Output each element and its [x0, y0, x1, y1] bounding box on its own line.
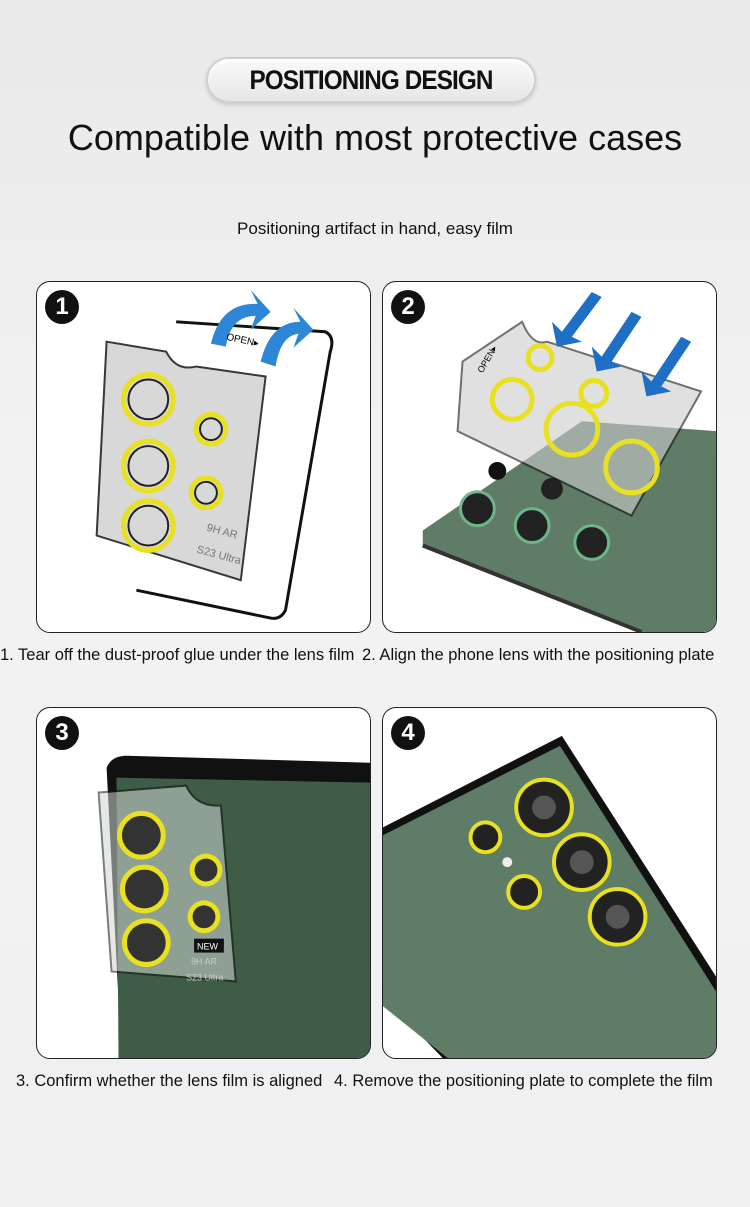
- badge-text: POSITIONING DESIGN: [249, 64, 493, 95]
- step-4-caption: 4. Remove the positioning plate to compl…: [334, 1072, 713, 1090]
- lens-film-illustration: OPEN▸ 9H AR S23 Ultra: [95, 290, 334, 620]
- step-number-badge: 2: [391, 290, 425, 324]
- step-3-caption: 3. Confirm whether the lens film is alig…: [16, 1072, 323, 1090]
- step-2-panel: 2 OPEN▸: [382, 281, 717, 633]
- step-3-panel: 3 NEW 9H AR S23 Ultra: [36, 707, 371, 1059]
- aligned-film-illustration: NEW 9H AR S23 Ultra: [97, 755, 370, 1058]
- new-label: NEW: [197, 942, 218, 952]
- step-2-caption: 2. Align the phone lens with the positio…: [362, 646, 715, 664]
- film-spec-label: 9H AR: [191, 957, 217, 967]
- step-4-panel: 4: [382, 707, 717, 1059]
- step-number-badge: 3: [45, 716, 79, 750]
- page-title: Compatible with most protective cases: [67, 117, 683, 158]
- finished-phone-illustration: [383, 735, 716, 1058]
- step-1-caption: 1. Tear off the dust-proof glue under th…: [0, 646, 355, 664]
- page-subtitle: Positioning artifact in hand, easy film: [237, 219, 513, 238]
- model-label: S23 Ultra: [186, 972, 223, 982]
- step-number-badge: 4: [391, 716, 425, 750]
- section-badge: POSITIONING DESIGN: [206, 57, 536, 103]
- phone-alignment-illustration: OPEN▸: [422, 291, 716, 632]
- step-1-panel: 1 OPEN▸ 9H AR S23 Ultra: [36, 281, 371, 633]
- step-number-badge: 1: [45, 290, 79, 324]
